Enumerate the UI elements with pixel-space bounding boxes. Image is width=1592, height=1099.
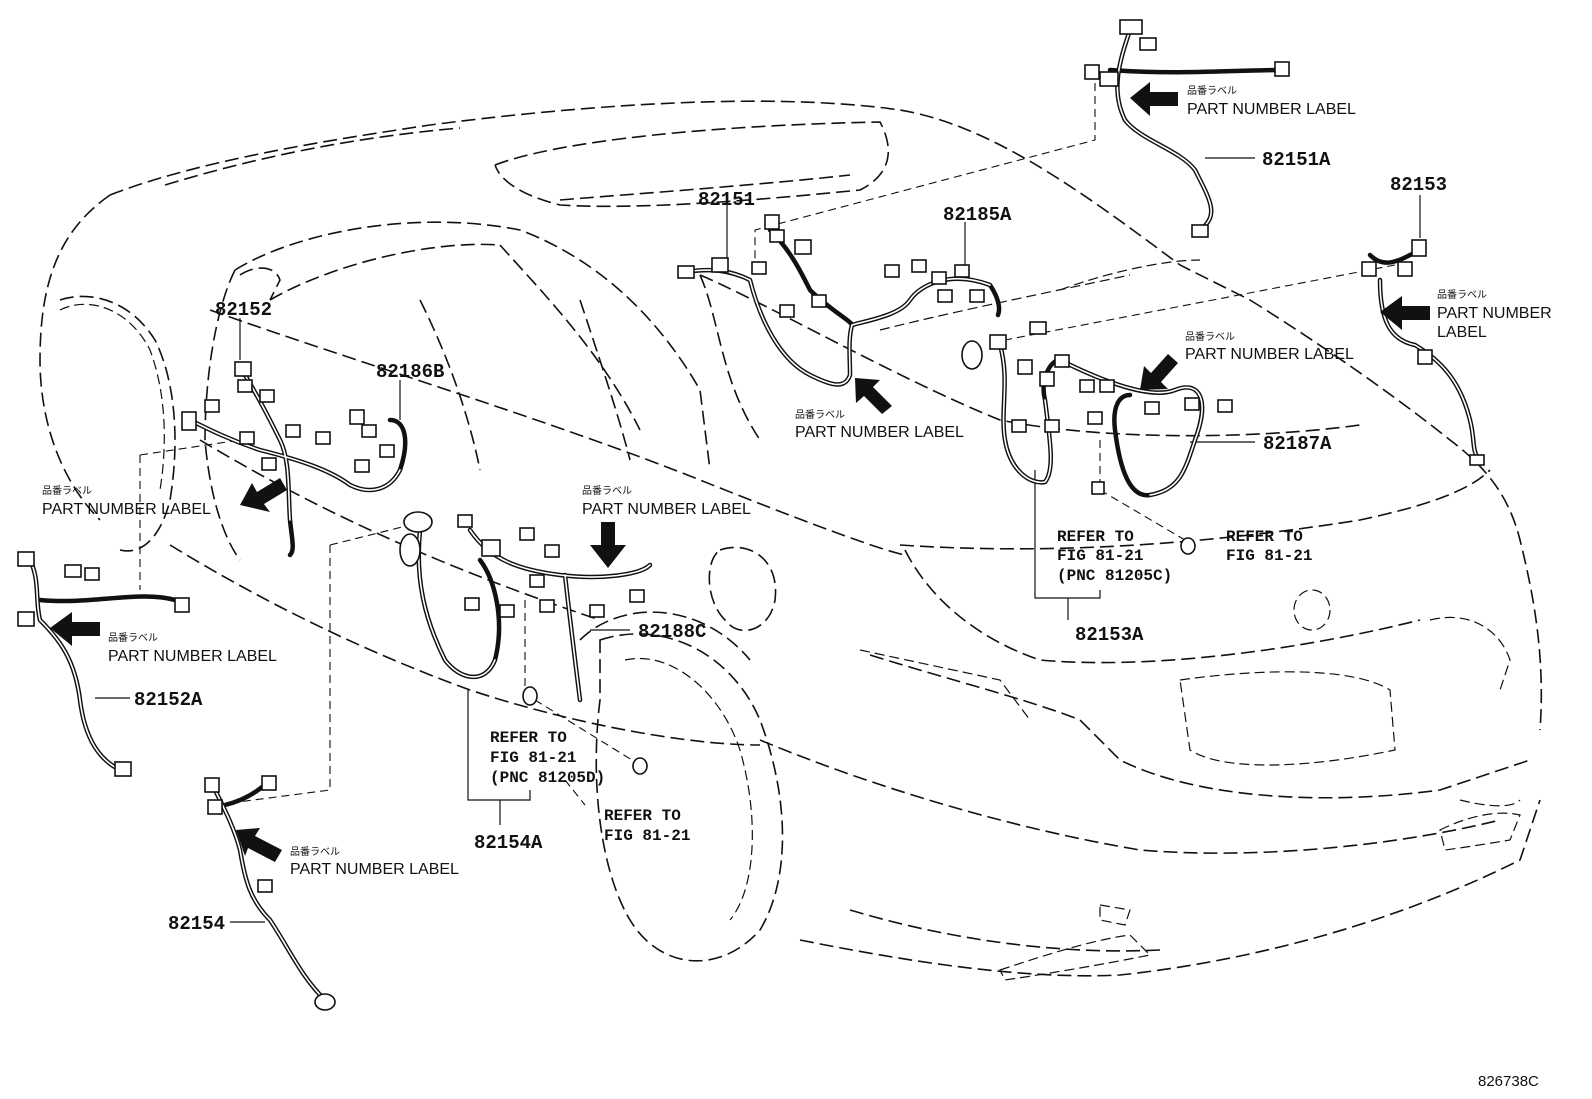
part-number-82154: 82154 [168, 913, 225, 935]
part-number-82188C: 82188C [638, 621, 706, 643]
refer-fig-d1: FIG 81-21 [490, 749, 576, 767]
arrow-icon-82152 [240, 478, 287, 512]
arrow-icon-82152A [50, 612, 100, 646]
label-en-82152: PART NUMBER LABEL [42, 501, 211, 518]
refer-pnc-81205c: (PNC 81205C) [1057, 567, 1172, 585]
label-jp-82187A: 品番ラベル [1185, 331, 1235, 343]
label-en-82152A: PART NUMBER LABEL [108, 648, 277, 665]
label-jp-82185A: 品番ラベル [795, 409, 845, 421]
refer-to-notes: REFER TO FIG 81-21 (PNC 81205C) REFER TO… [490, 528, 1312, 845]
drawing-code: 826738C [1478, 1073, 1539, 1090]
label-jp-82188C: 品番ラベル [582, 485, 632, 497]
part-number-labels: 82151A 82153 82151 82185A 82152 82186B 8… [134, 149, 1447, 935]
arrow-icon-82154 [236, 828, 282, 862]
part-number-82154A: 82154A [474, 832, 543, 854]
label-jp-82154: 品番ラベル [290, 846, 340, 858]
refer-fig-c1: FIG 81-21 [1057, 547, 1143, 565]
part-number-82153: 82153 [1390, 174, 1447, 196]
harness-82187A-82153A [961, 321, 1233, 498]
part-number-82152: 82152 [215, 299, 272, 321]
harness-82188C-82154A [399, 511, 653, 775]
arrow-icon-82153 [1380, 296, 1430, 330]
part-number-82151: 82151 [698, 189, 755, 211]
refer-to-label-d1: REFER TO [490, 729, 567, 747]
refer-fig-c2: FIG 81-21 [1226, 547, 1312, 565]
refer-to-label-c1: REFER TO [1057, 528, 1134, 546]
label-en-82188C: PART NUMBER LABEL [582, 501, 751, 518]
refer-fig-d2: FIG 81-21 [604, 827, 690, 845]
label-jp-82152: 品番ラベル [42, 485, 92, 497]
arrow-icon-82151A [1130, 82, 1178, 116]
leader-lines [139, 70, 1396, 806]
part-number-82152A: 82152A [134, 689, 203, 711]
part-number-82187A: 82187A [1263, 433, 1332, 455]
solid-leaders [95, 157, 1421, 923]
harness-82154 [204, 775, 336, 1011]
harness-82151-82185A [677, 214, 1002, 387]
arrow-icon-82185A [855, 378, 892, 414]
label-jp-82151A: 品番ラベル [1187, 85, 1237, 97]
part-number-label-callouts: 品番ラベル PART NUMBER LABEL 品番ラベル PART NUMBE… [42, 85, 1552, 878]
harness-82151A [1084, 19, 1290, 238]
harness-82152A [17, 551, 190, 777]
harness-82153 [1361, 239, 1485, 466]
refer-pnc-81205d: (PNC 81205D) [490, 769, 605, 787]
label-en-82185A: PART NUMBER LABEL [795, 424, 964, 441]
label-en-82154: PART NUMBER LABEL [290, 861, 459, 878]
part-number-82151A: 82151A [1262, 149, 1331, 171]
harness-82152-82186B [181, 361, 408, 558]
car-body-outline [39, 100, 1543, 981]
label-en-82151A: PART NUMBER LABEL [1187, 101, 1356, 118]
refer-to-label-d2: REFER TO [604, 807, 681, 825]
part-number-82185A: 82185A [943, 204, 1012, 226]
part-label-arrows [50, 82, 1430, 862]
part-number-82153A: 82153A [1075, 624, 1144, 646]
part-number-82186B: 82186B [376, 361, 444, 383]
arrow-icon-82188C [590, 522, 626, 568]
label-en-82153-line2: LABEL [1437, 324, 1487, 341]
label-en-82187A: PART NUMBER LABEL [1185, 346, 1354, 363]
label-jp-82152A: 品番ラベル [108, 632, 158, 644]
label-jp-82153: 品番ラベル [1437, 289, 1487, 301]
arrow-icon-82187A [1140, 354, 1178, 390]
label-en-82153-line1: PART NUMBER [1437, 305, 1552, 322]
refer-to-label-c2: REFER TO [1226, 528, 1303, 546]
